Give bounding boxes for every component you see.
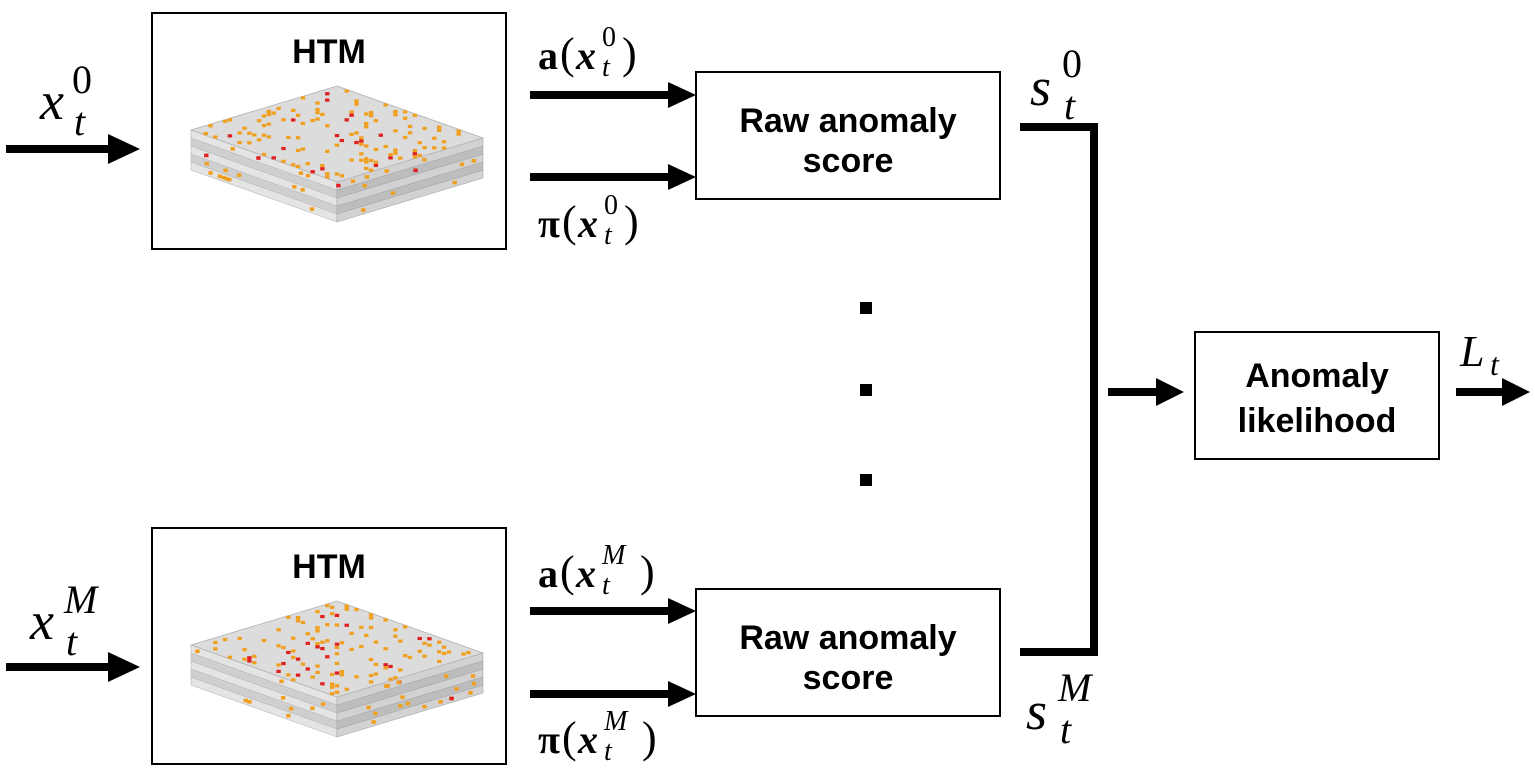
sup: 0 [1062, 41, 1082, 86]
score-label-line1: Raw anomaly [739, 102, 957, 140]
score-output-label-0: s 0 t [1030, 41, 1110, 128]
pi-arrow-0 [530, 164, 696, 190]
fn: a [538, 33, 558, 78]
ellipsis-dot-3 [860, 474, 872, 486]
var: x [578, 717, 598, 762]
pi-label-M: π ( x M t ) [538, 706, 657, 767]
sup: M [1058, 665, 1092, 710]
sub: t [604, 220, 612, 251]
likelihood-output-arrow [1456, 378, 1530, 406]
input-arrow-M [6, 652, 140, 682]
sup: 0 [602, 22, 616, 53]
a-arrow-0 [530, 82, 696, 108]
fn: a [538, 551, 558, 596]
raw-anomaly-score-block-M: Raw anomaly score [695, 588, 1001, 717]
score-label-line1: Raw anomaly [739, 619, 957, 657]
sub: t [74, 99, 86, 144]
htm-title: HTM [292, 548, 366, 586]
sub: t [602, 570, 610, 601]
input-label-0: x 0 t [40, 57, 130, 144]
sub: t [1060, 707, 1072, 752]
sup: M [604, 706, 628, 737]
htm-cube-image [189, 600, 485, 738]
htm-block-M: HTM [151, 527, 507, 765]
sup: 0 [72, 57, 92, 102]
likelihood-label-line1: Anomaly [1245, 357, 1389, 395]
htm-title: HTM [292, 33, 366, 71]
likelihood-label-line2: likelihood [1237, 402, 1397, 440]
sub: t [602, 52, 610, 83]
sup: 0 [604, 190, 618, 221]
likelihood-input-arrow [1108, 378, 1184, 406]
sub: t [1490, 346, 1499, 382]
var: x [576, 33, 596, 78]
raw-anomaly-score-block-0: Raw anomaly score [695, 71, 1001, 200]
var: x [578, 201, 598, 246]
sub: t [1064, 83, 1076, 128]
likelihood-output-label: L t [1460, 327, 1530, 382]
sub: t [66, 619, 78, 664]
htm-cube-image [189, 85, 485, 223]
fn: π [538, 201, 560, 246]
fn: π [538, 717, 560, 762]
a-arrow-M [530, 598, 696, 624]
var: s [1030, 57, 1052, 117]
var: s [1026, 681, 1048, 741]
sub: t [604, 736, 612, 767]
var: x [576, 551, 596, 596]
pi-label-0: π ( x 0 t ) [538, 190, 639, 251]
sup: M [602, 540, 626, 571]
var: L [1460, 327, 1485, 376]
ellipsis-dot-1 [860, 302, 872, 314]
score-output-label-M: s M t [1026, 665, 1116, 752]
var: x [40, 71, 64, 131]
var: x [30, 591, 54, 651]
input-label-M: x M t [30, 577, 130, 664]
input-arrow-0 [6, 134, 140, 164]
a-label-0: a ( x 0 t ) [538, 22, 637, 83]
sup: M [64, 577, 98, 622]
score-label-line2: score [802, 659, 894, 697]
score-label-line2: score [802, 142, 894, 180]
ellipsis-dot-2 [860, 384, 872, 396]
anomaly-likelihood-block: Anomaly likelihood [1194, 331, 1440, 460]
pi-arrow-M [530, 681, 696, 707]
htm-block-0: HTM [151, 12, 507, 250]
collector-bracket [1020, 123, 1098, 656]
a-label-M: a ( x M t ) [538, 540, 655, 601]
